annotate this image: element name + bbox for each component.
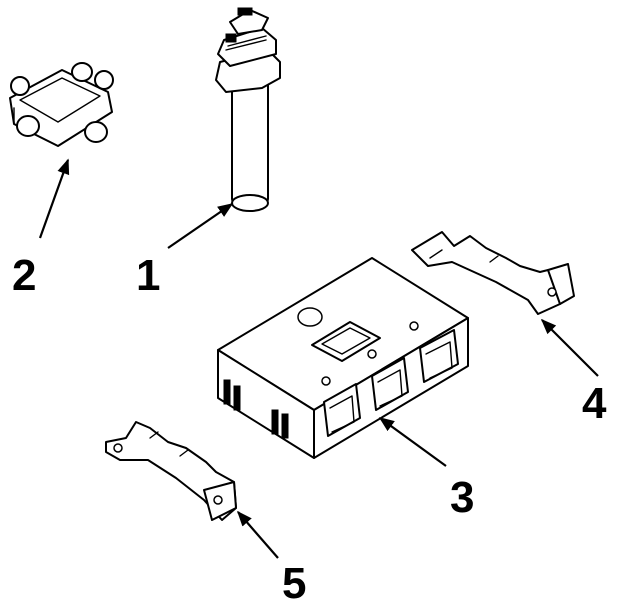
callout-2: 2 <box>12 251 36 300</box>
part-2-coil-pack <box>9 62 114 147</box>
callout-5: 5 <box>282 559 306 602</box>
callout-4: 4 <box>582 379 607 428</box>
part-5-bracket <box>105 421 237 521</box>
part-1-ignition-coil <box>215 7 281 212</box>
part-3-control-module <box>217 257 469 459</box>
leader-2 <box>38 158 70 239</box>
callout-1: 1 <box>136 251 160 300</box>
leader-5 <box>236 510 279 559</box>
leader-4 <box>540 318 599 377</box>
leader-1 <box>167 203 234 249</box>
leader-3 <box>378 417 447 467</box>
callout-3: 3 <box>450 473 474 522</box>
part-4-bracket <box>411 231 575 315</box>
